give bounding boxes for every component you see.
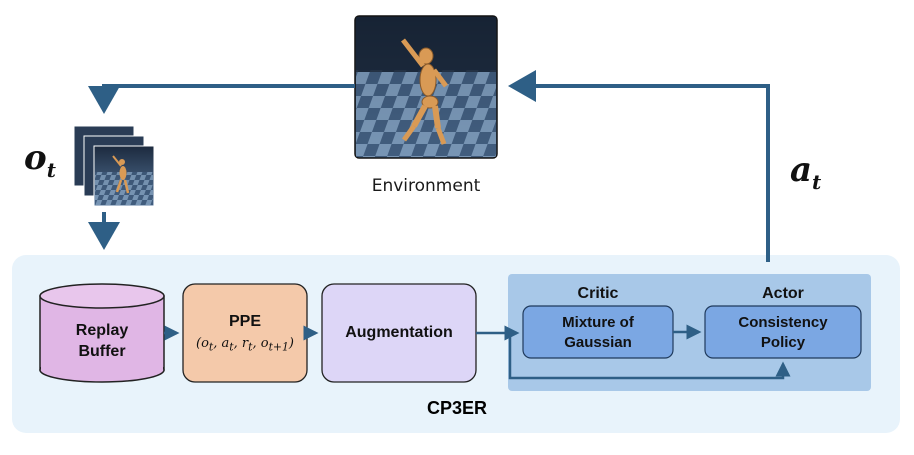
ppe-tuple-close: ): [288, 336, 294, 351]
arrow-action-to-env: [508, 70, 770, 262]
replay-buffer-line1: Replay: [75, 322, 129, 339]
arrow-augmentation-to-actor: [508, 333, 791, 380]
ppe-tuple-sub3: t: [248, 340, 253, 354]
critic-line1: Mixture of: [562, 314, 634, 331]
action-letter: a: [790, 150, 813, 190]
critic-title: Critic: [577, 285, 619, 302]
ppe-tuple-r: , r: [233, 336, 249, 351]
ppe-title: PPE: [228, 313, 261, 330]
ppe-tuple-sub1: t: [208, 340, 214, 354]
observation-letter: o: [24, 138, 47, 178]
ppe-tuple-o: (o: [196, 336, 209, 351]
actor-box: [704, 305, 862, 359]
replay-buffer-line2: Buffer: [78, 343, 126, 360]
ppe-tuple-o2: , o: [252, 336, 269, 351]
actor-line1: Consistency: [738, 314, 828, 331]
ppe-tuple-sub2: t: [229, 340, 234, 354]
action-subscript: t: [812, 169, 822, 194]
action-symbol: at: [790, 150, 821, 194]
ppe-tuple: (ot, at, rt, ot+1): [183, 336, 307, 354]
replay-buffer-label: Replay Buffer: [40, 320, 164, 362]
observation-symbol: ot: [24, 138, 56, 182]
environment-image: [354, 15, 498, 159]
ppe-tuple-sub4: t+1: [268, 340, 289, 354]
ppe-tuple-a: , a: [213, 336, 230, 351]
observation-frames: [73, 125, 155, 207]
humanoid-figure-icon: [401, 38, 448, 145]
actor-line2: Policy: [760, 334, 806, 351]
arrow-env-to-obs: [88, 84, 355, 114]
observation-subscript: t: [46, 157, 56, 182]
ppe-box: [182, 283, 308, 383]
critic-label: Mixture of Gaussian: [523, 313, 673, 353]
actor-title: Actor: [762, 285, 804, 302]
augmentation-label: Augmentation: [345, 324, 453, 341]
critic-line2: Gaussian: [564, 334, 632, 351]
environment-label: Environment: [371, 176, 481, 196]
cp3er-label: CP3ER: [426, 398, 488, 418]
actor-label: Consistency Policy: [705, 313, 861, 353]
replay-buffer-cylinder: [39, 283, 165, 383]
